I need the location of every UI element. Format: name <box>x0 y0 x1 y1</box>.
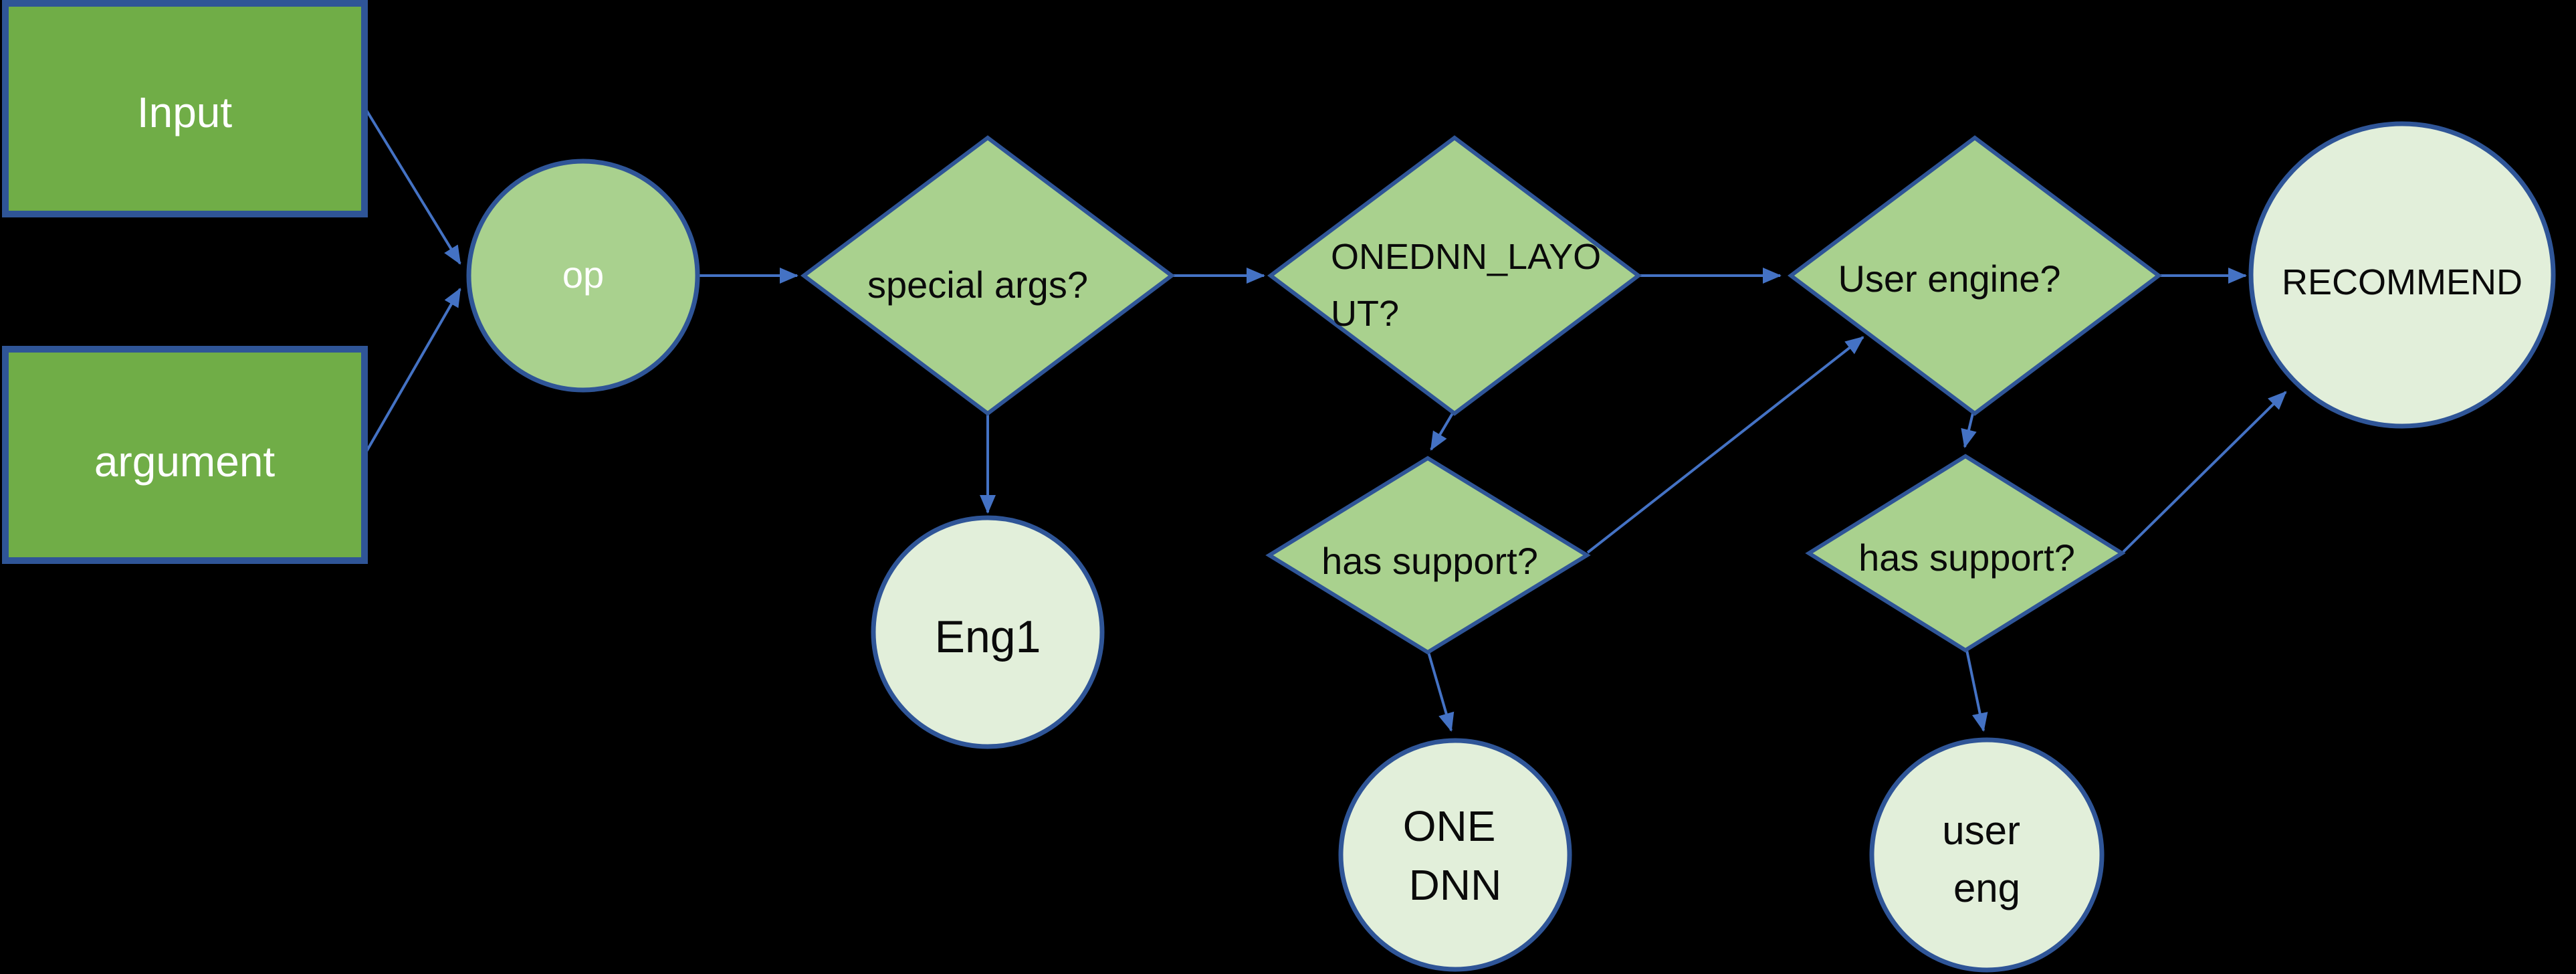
special-args-label: special args? <box>867 264 1088 306</box>
node-has-support-2: has support? <box>1805 454 2126 653</box>
eng1-circle <box>871 515 1105 749</box>
has-support-1-diamond <box>1265 456 1591 655</box>
has-support-1-label: has support? <box>1321 540 1538 582</box>
eng1-label: Eng1 <box>935 611 1041 662</box>
user-engine-diamond <box>1787 135 2163 416</box>
edge-layer <box>363 106 2287 732</box>
onednn-layout-label-line2: UT? <box>1331 294 1399 334</box>
onednn-layout-label-line1: ONEDNN_LAYO <box>1331 237 1601 277</box>
argument-label: argument <box>94 437 276 486</box>
node-has-support-1: has support? <box>1265 456 1591 655</box>
node-eng1: Eng1 <box>871 515 1105 749</box>
node-user-eng: user eng <box>1869 737 2105 973</box>
argument-rectangle <box>2 346 368 564</box>
node-argument: argument <box>2 346 368 564</box>
has-support-2-diamond <box>1805 454 2126 653</box>
edge-has-support-2-recommend <box>2122 391 2287 553</box>
onednn-label-line2: DNN <box>1409 861 1502 909</box>
input-label: Input <box>137 88 233 136</box>
user-eng-label-line2: eng <box>1953 866 2020 910</box>
onednn-circle <box>1338 738 1572 972</box>
edge-has-support-2-user-eng <box>1965 650 1988 732</box>
user-eng-label: user eng <box>1942 808 2031 910</box>
op-label: op <box>562 254 604 296</box>
recommend-circle <box>2248 121 2556 429</box>
special-args-diamond <box>800 135 1176 416</box>
node-special-args: special args? <box>800 135 1176 416</box>
recommend-label: RECOMMEND <box>2282 262 2523 302</box>
onednn-label-line1: ONE <box>1403 802 1496 850</box>
onednn-layout-diamond <box>1267 135 1642 416</box>
edge-has-support-1-onednn <box>1427 652 1455 732</box>
node-onednn-layout: ONEDNN_LAYO UT? <box>1267 135 1642 416</box>
user-eng-label-line1: user <box>1942 808 2020 853</box>
node-op: op <box>466 159 700 393</box>
edge-user-engine-has-support-2 <box>1961 413 1977 448</box>
onednn-layout-label: ONEDNN_LAYO UT? <box>1331 237 1611 334</box>
node-onednn: ONE DNN <box>1338 738 1572 972</box>
edge-input-op <box>363 106 461 265</box>
edge-argument-op <box>363 288 461 456</box>
has-support-2-label: has support? <box>1858 537 2075 579</box>
onednn-label: ONE DNN <box>1403 802 1507 909</box>
node-user-engine: User engine? <box>1787 135 2163 416</box>
user-engine-label: User engine? <box>1838 258 2060 300</box>
edge-has-support-1-user-engine <box>1586 336 1864 554</box>
user-eng-circle <box>1869 737 2105 973</box>
input-rectangle <box>2 0 368 217</box>
node-input: Input <box>2 0 368 217</box>
op-circle <box>466 159 700 393</box>
node-recommend: RECOMMEND <box>2248 121 2556 429</box>
edge-onednn-layout-has-support-1 <box>1430 412 1454 451</box>
